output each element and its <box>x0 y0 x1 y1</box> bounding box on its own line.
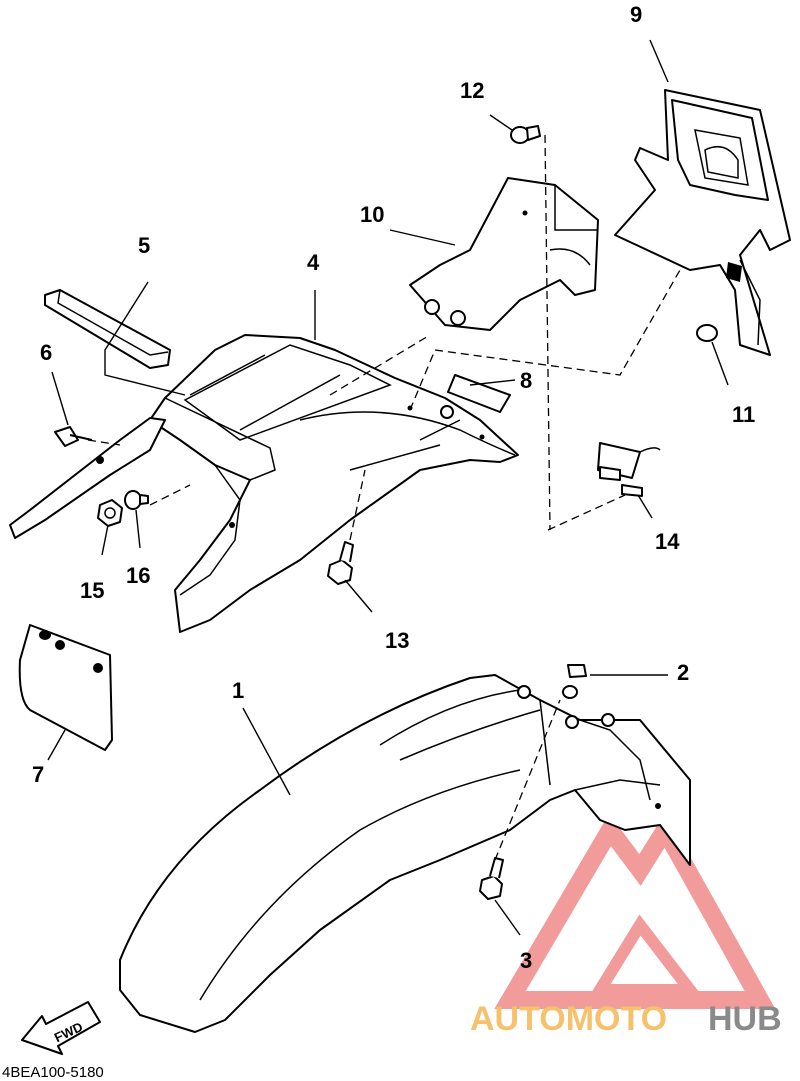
part-2-screw <box>562 664 587 699</box>
part-4-rear-fender <box>149 334 519 633</box>
part-10-side-bracket <box>409 177 599 331</box>
part-3-bolt <box>479 857 504 900</box>
part-14-bolts <box>597 442 661 497</box>
callout-5: 5 <box>138 233 150 258</box>
fwd-arrow-icon: FWD <box>21 1001 101 1055</box>
part-12-screw <box>510 125 551 531</box>
callout-13: 13 <box>385 628 409 653</box>
callout-labels: 1 2 3 4 5 6 7 8 9 10 11 12 13 14 15 16 <box>32 2 755 973</box>
part-5-seat-pad <box>44 289 171 369</box>
watermark-brand-part2: HUB <box>708 1000 782 1038</box>
leader-lines <box>47 39 669 936</box>
callout-3: 3 <box>520 948 532 973</box>
callout-9: 9 <box>630 2 642 27</box>
callout-7: 7 <box>32 762 44 787</box>
part-1-front-fender <box>119 674 691 1033</box>
callout-1: 1 <box>232 678 244 703</box>
callout-11: 11 <box>732 402 755 427</box>
drawing-code: 4BEA100-5180 <box>2 1064 104 1081</box>
callout-6: 6 <box>40 340 52 365</box>
callout-12: 12 <box>460 78 484 103</box>
part-6-mud-flap <box>9 417 166 539</box>
part-8-label <box>447 374 511 413</box>
part-9-taillight-bracket <box>614 89 791 356</box>
part-7-side-plate <box>18 624 113 751</box>
callout-2: 2 <box>677 660 689 685</box>
part-11-grommet <box>696 324 729 386</box>
callout-4: 4 <box>307 250 320 275</box>
callout-10: 10 <box>360 202 384 227</box>
callout-16: 16 <box>126 563 150 588</box>
assembly-lines <box>87 269 681 861</box>
callout-15: 15 <box>80 578 104 603</box>
part-16-washer <box>124 490 149 510</box>
watermark-brand-part1: AUTOMOTO <box>470 1000 667 1038</box>
callout-14: 14 <box>655 529 680 554</box>
part-13-bolt <box>327 541 354 585</box>
part-15-nut <box>97 499 123 527</box>
watermark-logo <box>494 812 776 1009</box>
callout-8: 8 <box>520 368 532 393</box>
